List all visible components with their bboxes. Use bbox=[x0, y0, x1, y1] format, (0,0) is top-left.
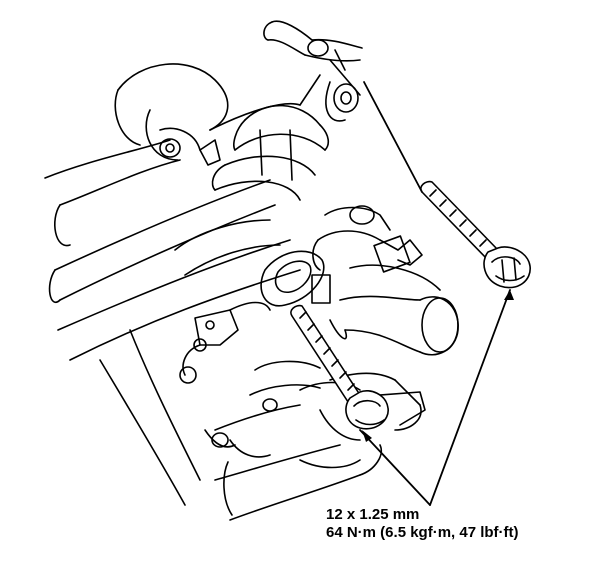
sensor-housing bbox=[311, 205, 459, 356]
torque-spec-callout: 12 x 1.25 mm 64 N·m (6.5 kgf·m, 47 lbf·f… bbox=[326, 506, 519, 542]
lower-housing bbox=[204, 360, 426, 469]
leader-lines bbox=[359, 81, 511, 506]
link-bracket bbox=[179, 250, 325, 384]
upper-bolt bbox=[420, 180, 531, 289]
mount-bracket bbox=[159, 104, 330, 276]
arrowhead-lower bbox=[362, 430, 372, 442]
arrowheads bbox=[362, 290, 514, 442]
arrowhead-upper bbox=[504, 290, 514, 300]
torque-value-label: 64 N·m (6.5 kgf·m, 47 lbf·ft) bbox=[326, 524, 519, 541]
bolt-size-label: 12 x 1.25 mm bbox=[326, 506, 420, 523]
engine-block-outline bbox=[44, 63, 422, 521]
pipe-assembly bbox=[263, 20, 363, 122]
lower-bolt bbox=[290, 304, 389, 430]
